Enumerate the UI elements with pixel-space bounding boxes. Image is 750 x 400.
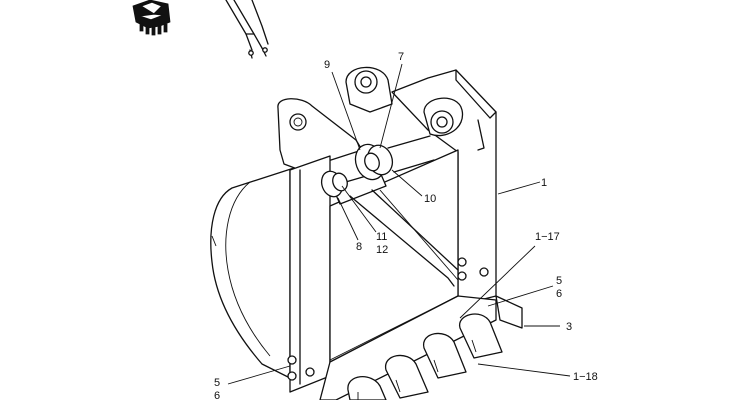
- callout-5-right: 5: [556, 275, 562, 287]
- arm-thumbnail-icon: [225, 0, 269, 59]
- callout-6-right: 6: [556, 288, 562, 300]
- callout-9: 9: [324, 59, 330, 71]
- callout-labels: 9 7 1 10 11 12 8 1−17 5 6 3 1−18 5 6: [214, 51, 598, 400]
- callout-1-17: 1−17: [535, 231, 560, 243]
- callout-1-18: 1−18: [573, 371, 598, 383]
- callout-3: 3: [566, 321, 572, 333]
- bucket-teeth: [347, 313, 503, 400]
- bucket-shell: [210, 167, 295, 379]
- callout-6-left: 6: [214, 390, 220, 400]
- callout-12: 12: [376, 244, 388, 256]
- right-side-plate: [391, 69, 497, 301]
- bucket-assembly-drawing: [210, 66, 523, 400]
- callout-5-left: 5: [214, 377, 220, 389]
- callout-7: 7: [398, 51, 404, 63]
- bucket-thumbnail-icon: [132, 0, 171, 36]
- callout-10: 10: [424, 193, 436, 205]
- callout-11: 11: [376, 231, 387, 243]
- callout-8: 8: [356, 241, 362, 253]
- cutting-edge: [319, 295, 497, 400]
- leader-lines: [227, 63, 571, 385]
- callout-1: 1: [541, 177, 547, 189]
